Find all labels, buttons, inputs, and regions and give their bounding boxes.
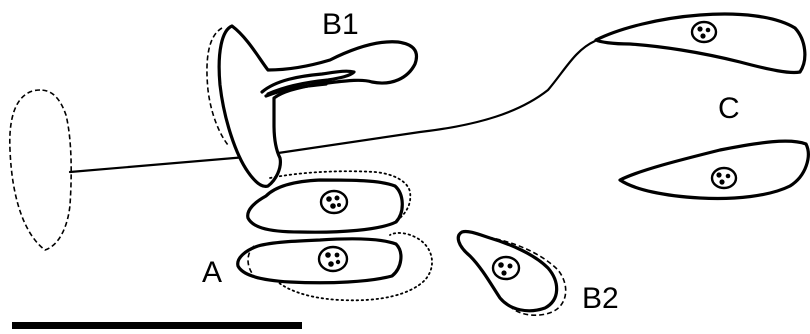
label-b2: B2 — [582, 282, 619, 315]
scale-bar — [12, 322, 302, 329]
cell-c-upper — [596, 14, 805, 72]
label-a: A — [202, 256, 222, 289]
dashed-ghost-cell — [10, 90, 71, 250]
cell-b1 — [207, 26, 417, 186]
cell-c-lower-body — [620, 141, 808, 198]
label-c: C — [718, 92, 740, 125]
cell-b2 — [458, 231, 565, 315]
cell-c-upper-nucleus — [692, 22, 716, 42]
cell-a-lower-nucleus — [319, 247, 347, 271]
cell-a-upper-nucleus — [321, 191, 347, 213]
cell-b2-nucleus — [493, 257, 519, 279]
cell-a-lower — [238, 233, 432, 300]
cell-b1-body — [219, 26, 416, 186]
cell-c-lower — [620, 141, 808, 198]
cell-c-lower-nucleus — [712, 168, 736, 188]
label-b1: B1 — [322, 8, 359, 41]
